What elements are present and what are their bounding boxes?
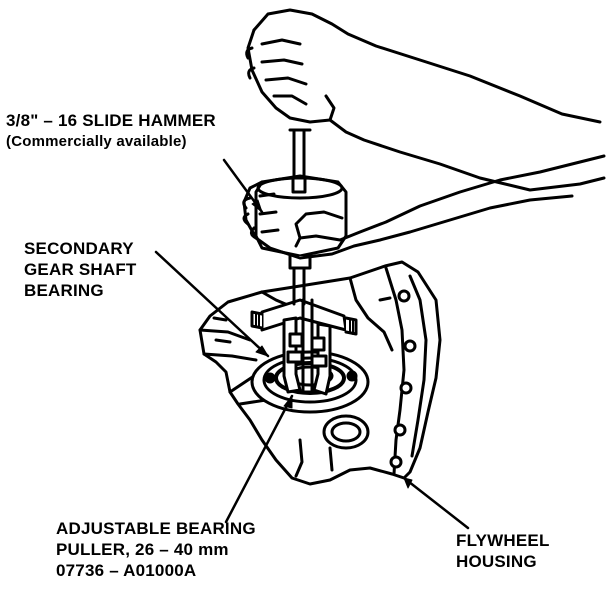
leader-bearing (154, 250, 270, 358)
bearing-label-line3: BEARING (24, 281, 104, 300)
flywheel-housing-label-line2: HOUSING (456, 552, 537, 571)
flywheel-housing-label: FLYWHEEL HOUSING (456, 530, 550, 572)
bearing-puller-label: ADJUSTABLE BEARING PULLER, 26 – 40 mm 07… (56, 518, 256, 581)
leader-housing (402, 476, 470, 530)
bearing-puller-label-line2: PULLER, 26 – 40 mm (56, 540, 229, 559)
arrowhead-bearing (255, 345, 269, 357)
bearing-puller-label-line1: ADJUSTABLE BEARING (56, 519, 256, 538)
slide-hammer-label-line1: 3/8" – 16 SLIDE HAMMER (6, 111, 216, 130)
bearing-puller-label-line3: 07736 – A01000A (56, 561, 197, 580)
bearing-puller-drawing (250, 298, 358, 396)
bearing-label-line2: GEAR SHAFT (24, 260, 137, 279)
arrowhead-slide-hammer (251, 199, 263, 213)
hand-drawing (242, 8, 606, 260)
leader-puller (224, 394, 294, 524)
bearing-label-line1: SECONDARY (24, 239, 134, 258)
arrowhead-puller (283, 395, 293, 409)
slide-hammer-label: 3/8" – 16 SLIDE HAMMER (Commercially ava… (6, 110, 216, 152)
slide-hammer-label-line2: (Commercially available) (6, 133, 187, 150)
arrowhead-housing (403, 477, 413, 489)
flywheel-housing-label-line1: FLYWHEEL (456, 531, 550, 550)
bearing-label: SECONDARY GEAR SHAFT BEARING (24, 238, 137, 301)
secondary-gear-shaft-bearing-drawing (250, 350, 370, 414)
